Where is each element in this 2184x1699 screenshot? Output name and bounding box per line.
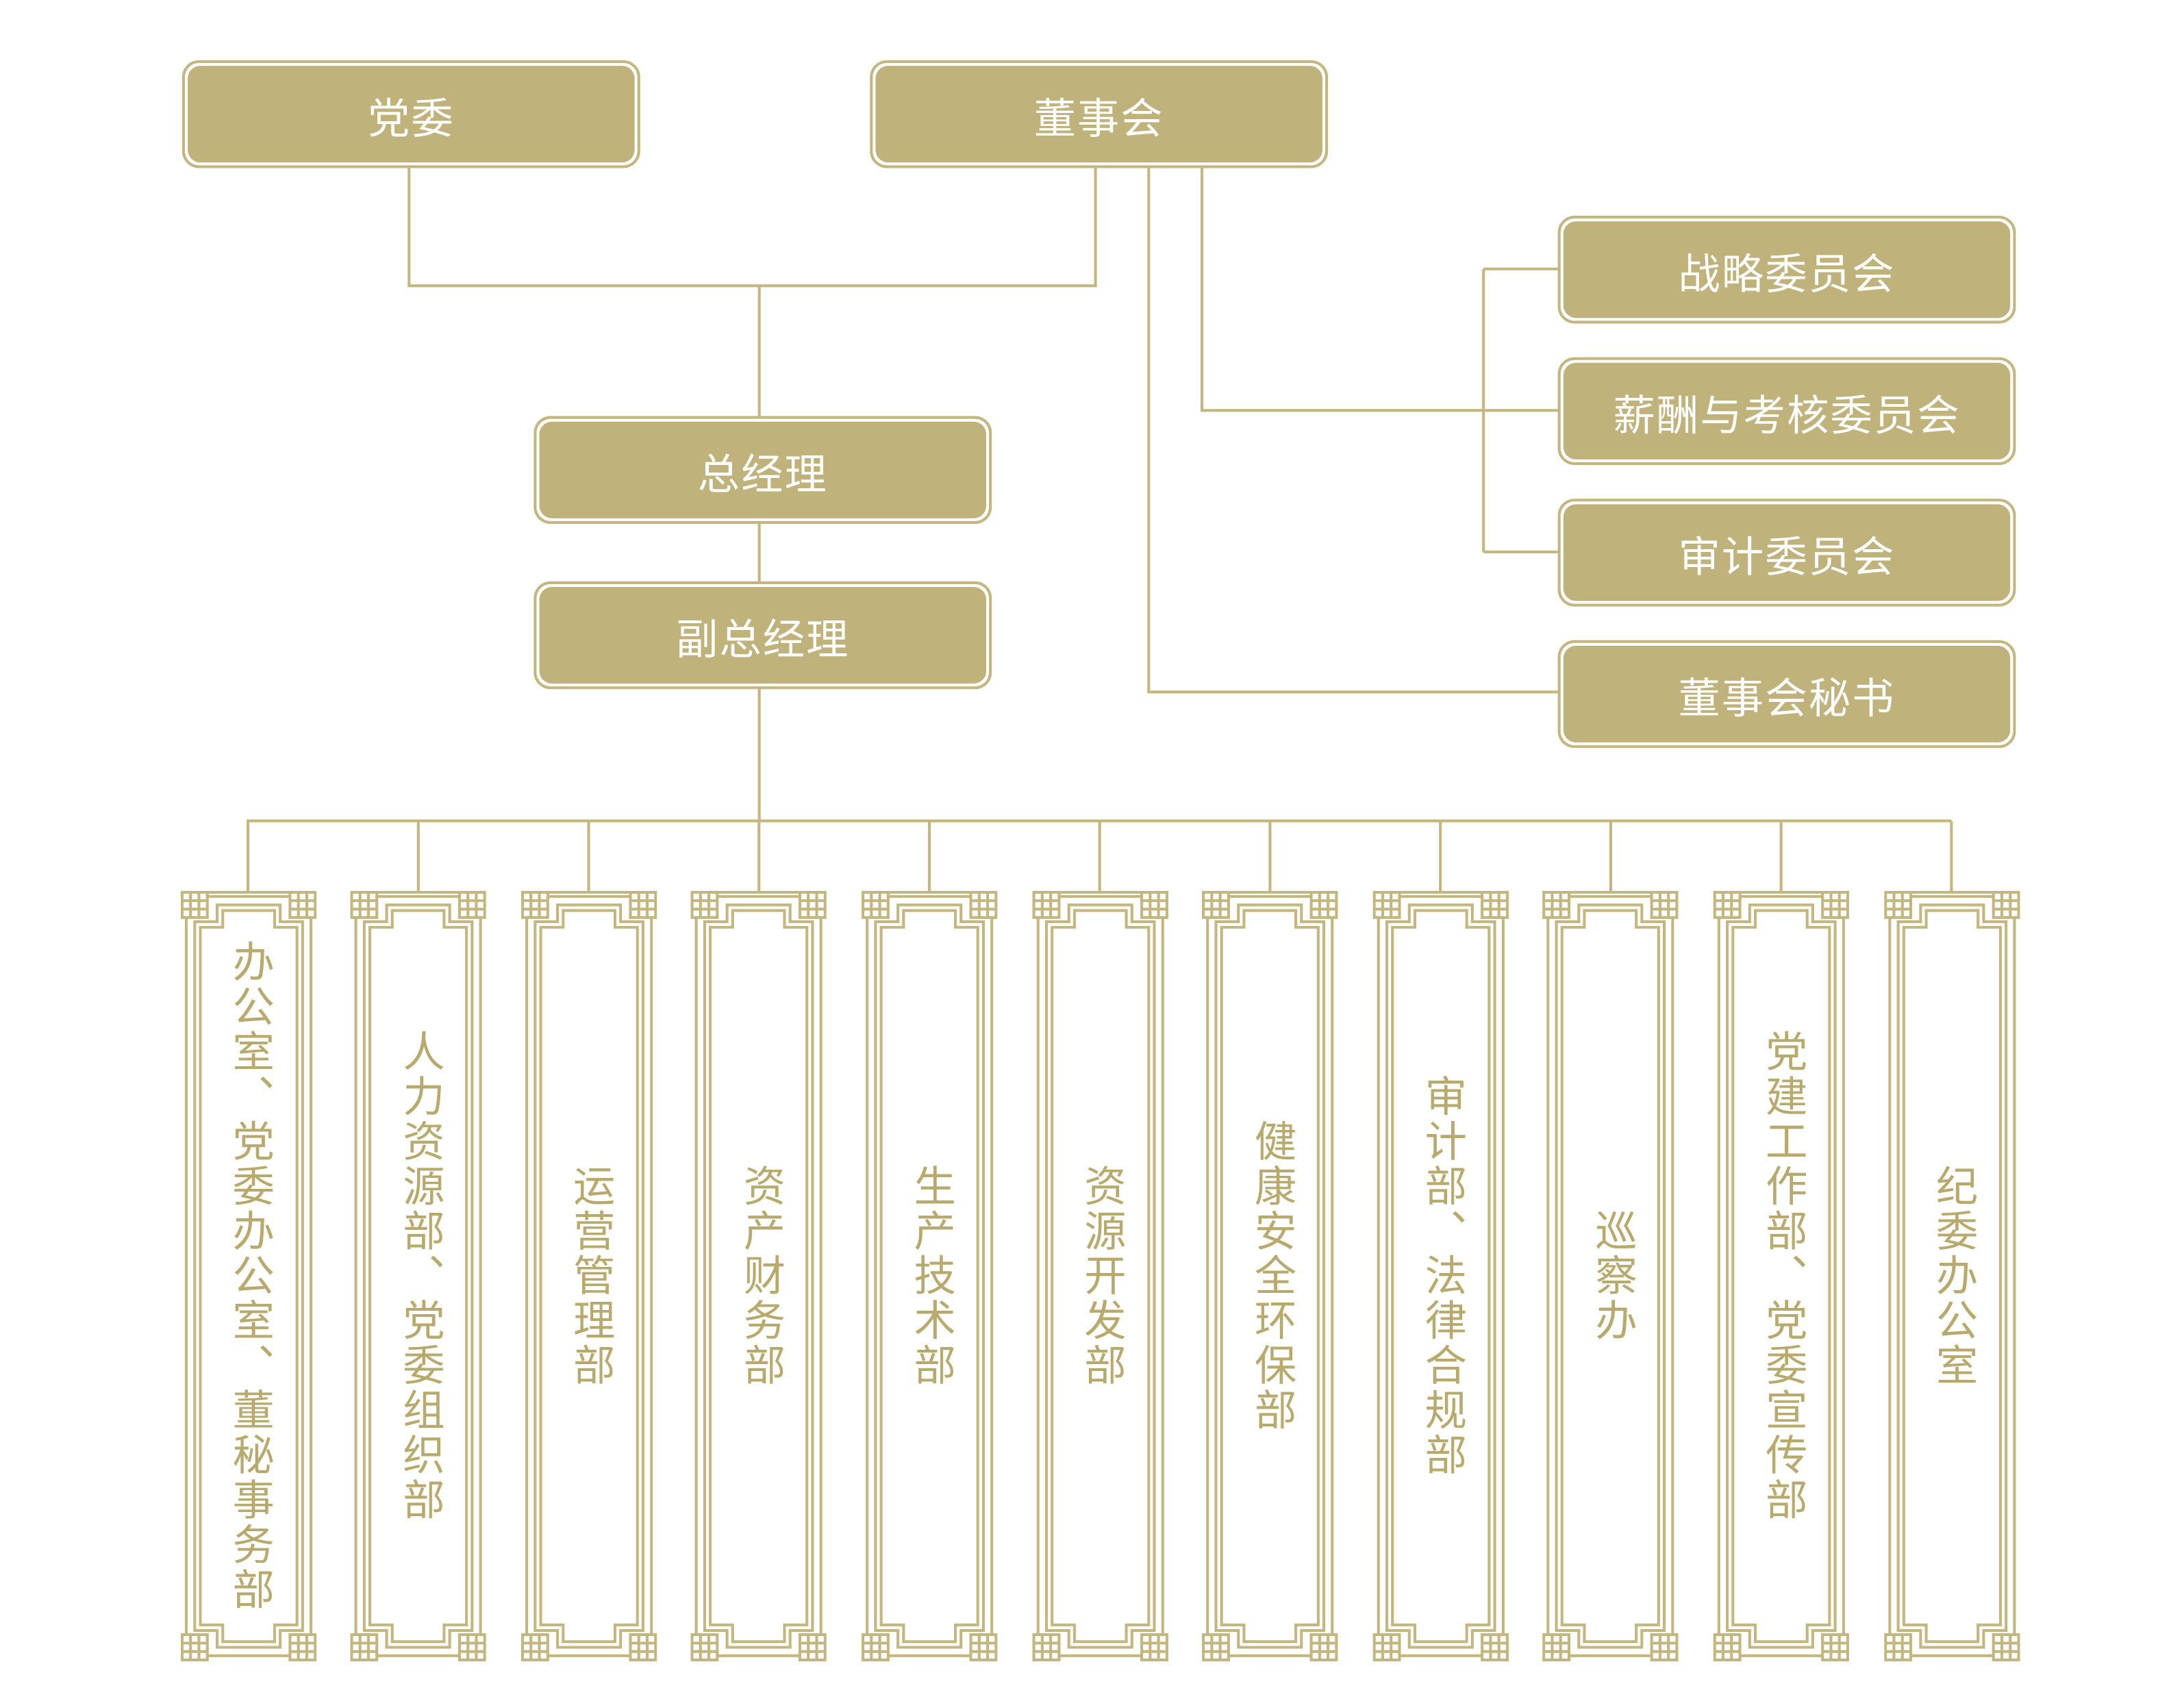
- department-label: 运营管理部: [564, 1163, 614, 1389]
- department-label-wrap: 资产财务部: [691, 933, 827, 1619]
- ornamental-frame: [1202, 890, 1338, 1661]
- department-label: 纪委办公室: [1927, 1163, 1977, 1389]
- department-node: 运营管理部: [520, 890, 657, 1661]
- department-node: 健康安全环保部: [1202, 890, 1338, 1661]
- department-label: 资源开发部: [1075, 1163, 1125, 1389]
- department-node: 生产技术部: [861, 890, 998, 1661]
- node-label: 薪酬与考核委员会: [1563, 362, 2011, 460]
- ornamental-frame: [1713, 890, 1849, 1661]
- board-secretary-node: 董事会秘书: [1557, 640, 2016, 748]
- department-label: 办公室、党委办公室、董秘事务部: [224, 940, 273, 1613]
- audit-committee-node: 审计委员会: [1557, 499, 2016, 607]
- department-label-wrap: 健康安全环保部: [1202, 933, 1338, 1619]
- department-node: 审计部、法律合规部: [1372, 890, 1509, 1661]
- ornamental-frame: [861, 890, 998, 1661]
- node-label: 党委: [188, 66, 635, 163]
- ornamental-frame: [179, 890, 316, 1661]
- department-node: 党建工作部、党委宣传部: [1713, 890, 1849, 1661]
- ornamental-frame: [520, 890, 657, 1661]
- department-label-wrap: 办公室、党委办公室、董秘事务部: [180, 933, 316, 1619]
- board-node: 董事会: [870, 60, 1329, 168]
- department-node: 巡察办: [1542, 890, 1679, 1661]
- node-label: 战略委员会: [1563, 221, 2011, 318]
- node-label: 总经理: [539, 421, 987, 518]
- ornamental-frame: [691, 890, 827, 1661]
- department-label-wrap: 纪委办公室: [1883, 933, 2019, 1619]
- department-node: 资源开发部: [1031, 890, 1168, 1661]
- strategy-committee-node: 战略委员会: [1557, 216, 2016, 324]
- ornamental-frame: [350, 890, 486, 1661]
- deputy-general-manager-node: 副总经理: [534, 581, 992, 690]
- ornamental-frame: [1031, 890, 1168, 1661]
- department-label-wrap: 人力资源部、党委组织部: [351, 933, 486, 1619]
- department-node: 资产财务部: [691, 890, 827, 1661]
- department-label: 人力资源部、党委组织部: [394, 1029, 444, 1523]
- department-label: 巡察办: [1587, 1209, 1636, 1344]
- department-label-wrap: 资源开发部: [1032, 933, 1168, 1619]
- node-label: 董事会秘书: [1563, 645, 2011, 743]
- department-node: 人力资源部、党委组织部: [350, 890, 486, 1661]
- node-label: 副总经理: [539, 587, 987, 684]
- department-label-wrap: 运营管理部: [520, 933, 656, 1619]
- department-label: 健康安全环保部: [1246, 1119, 1296, 1433]
- party-committee-node: 党委: [181, 60, 640, 168]
- department-label-wrap: 审计部、法律合规部: [1372, 933, 1508, 1619]
- ornamental-frame: [1542, 890, 1679, 1661]
- ornamental-frame: [1372, 890, 1509, 1661]
- node-label: 审计委员会: [1563, 504, 2011, 601]
- department-label: 生产技术部: [905, 1163, 955, 1389]
- compensation-committee-node: 薪酬与考核委员会: [1557, 357, 2016, 466]
- department-node: 办公室、党委办公室、董秘事务部: [179, 890, 316, 1661]
- department-label-wrap: 党建工作部、党委宣传部: [1713, 933, 1848, 1619]
- ornamental-frame: [1883, 890, 2020, 1661]
- general-manager-node: 总经理: [534, 416, 992, 525]
- department-label: 党建工作部、党委宣传部: [1757, 1029, 1807, 1523]
- node-label: 董事会: [875, 66, 1322, 163]
- department-label-wrap: 巡察办: [1543, 933, 1679, 1619]
- department-label-wrap: 生产技术部: [862, 933, 997, 1619]
- department-label: 审计部、法律合规部: [1416, 1074, 1466, 1478]
- department-label: 资产财务部: [735, 1163, 785, 1389]
- department-node: 纪委办公室: [1883, 890, 2020, 1661]
